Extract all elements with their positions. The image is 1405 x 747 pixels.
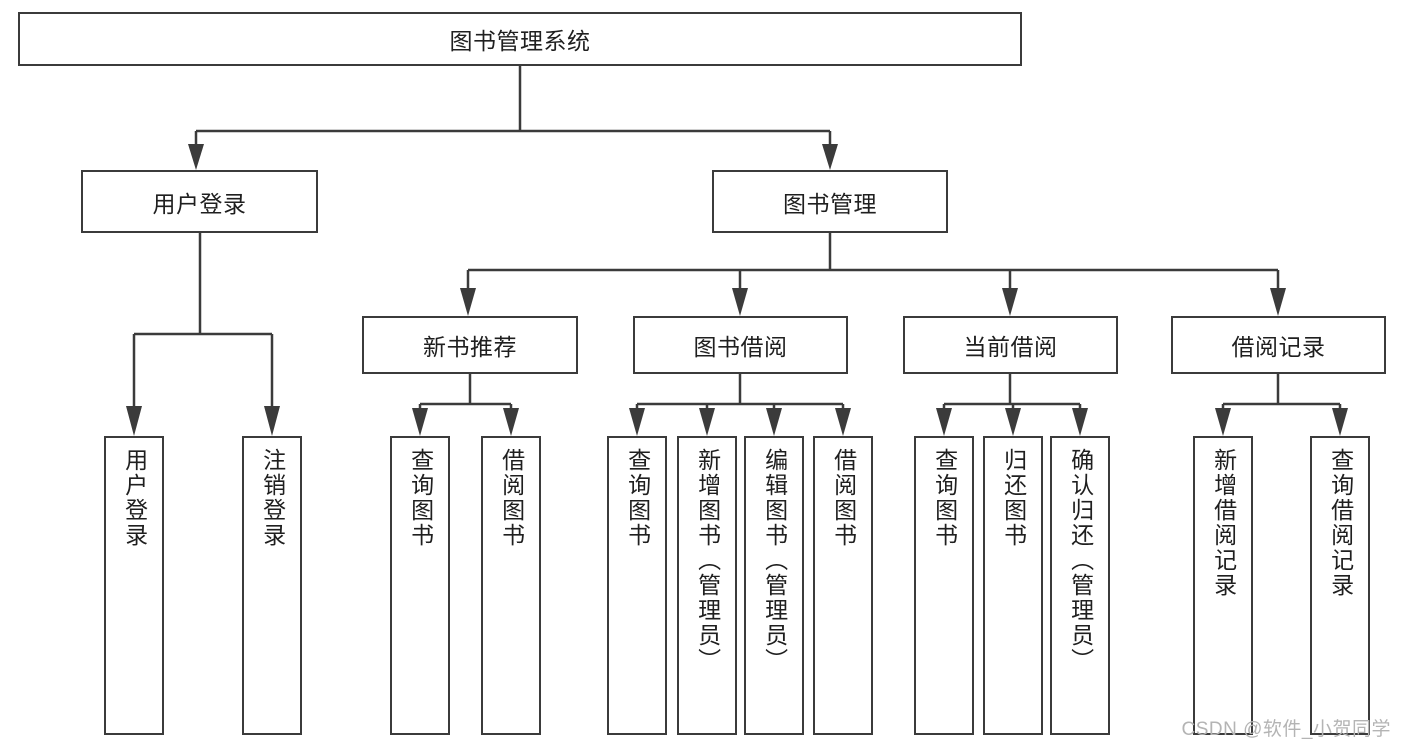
- leaf-query-book-2[interactable]: 查询图书: [607, 436, 667, 735]
- node-root-book-management-system[interactable]: 图书管理系统: [18, 12, 1022, 66]
- node-book-management[interactable]: 图书管理: [712, 170, 948, 233]
- leaf-label: 编辑图书（管理员）: [761, 448, 788, 673]
- node-user-login[interactable]: 用户登录: [81, 170, 318, 233]
- leaf-label: 新增图书（管理员）: [694, 448, 721, 673]
- leaf-query-book-1[interactable]: 查询图书: [390, 436, 450, 735]
- leaf-borrow-book-1[interactable]: 借阅图书: [481, 436, 541, 735]
- node-book-borrowing[interactable]: 图书借阅: [633, 316, 848, 374]
- arrowhead-leaf-edit-book: [766, 408, 782, 436]
- leaf-return-book[interactable]: 归还图书: [983, 436, 1043, 735]
- arrowhead-leaf-add-record: [1215, 408, 1231, 436]
- node-borrowing-record[interactable]: 借阅记录: [1171, 316, 1386, 374]
- arrowhead-leaf-query-book-1: [412, 408, 428, 436]
- leaf-label: 查询图书: [624, 448, 651, 548]
- leaf-user-login[interactable]: 用户登录: [104, 436, 164, 735]
- leaf-query-borrowing-record[interactable]: 查询借阅记录: [1310, 436, 1370, 735]
- arrowhead-new-book-rec: [460, 288, 476, 316]
- arrowhead-leaf-borrow-book-1: [503, 408, 519, 436]
- arrowhead-leaf-add-book: [699, 408, 715, 436]
- node-label: 用户登录: [152, 190, 247, 217]
- leaf-borrow-book-2[interactable]: 借阅图书: [813, 436, 873, 735]
- leaf-label: 确认归还（管理员）: [1067, 448, 1094, 673]
- node-current-borrowing[interactable]: 当前借阅: [903, 316, 1118, 374]
- node-label: 图书管理: [783, 190, 877, 217]
- leaf-logout-login[interactable]: 注销登录: [242, 436, 302, 735]
- leaf-label: 查询图书: [407, 448, 434, 548]
- arrowhead-leaf-return-book: [1005, 408, 1021, 436]
- leaf-confirm-return-admin[interactable]: 确认归还（管理员）: [1050, 436, 1110, 735]
- leaf-label: 借阅图书: [498, 448, 525, 548]
- arrowhead-leaf-logout-login: [264, 406, 280, 436]
- leaf-label: 查询借阅记录: [1327, 448, 1354, 598]
- leaf-add-borrowing-record[interactable]: 新增借阅记录: [1193, 436, 1253, 735]
- leaf-label: 借阅图书: [830, 448, 857, 548]
- leaf-label: 注销登录: [259, 448, 286, 548]
- node-label: 当前借阅: [963, 334, 1058, 360]
- arrowhead-leaf-query-book-2: [629, 408, 645, 436]
- arrowhead-user-login: [188, 144, 204, 170]
- watermark-text: CSDN @软件_小贺同学: [1181, 719, 1391, 740]
- node-label: 图书借阅: [693, 334, 788, 360]
- node-label: 新书推荐: [423, 334, 517, 360]
- node-label: 图书管理系统: [449, 28, 591, 54]
- arrowhead-borrow-record: [1270, 288, 1286, 316]
- arrowhead-book-manage: [822, 144, 838, 170]
- leaf-add-book-admin[interactable]: 新增图书（管理员）: [677, 436, 737, 735]
- arrowhead-leaf-borrow-book-2: [835, 408, 851, 436]
- leaf-query-book-3[interactable]: 查询图书: [914, 436, 974, 735]
- node-label: 借阅记录: [1231, 334, 1326, 360]
- leaf-edit-book-admin[interactable]: 编辑图书（管理员）: [744, 436, 804, 735]
- arrowhead-leaf-confirm-return: [1072, 408, 1088, 436]
- leaf-label: 新增借阅记录: [1210, 448, 1237, 598]
- arrowhead-leaf-query-book-3: [936, 408, 952, 436]
- arrowhead-leaf-query-record: [1332, 408, 1348, 436]
- leaf-label: 归还图书: [1000, 448, 1027, 548]
- arrowhead-current-borrow: [1002, 288, 1018, 316]
- arrowhead-leaf-user-login: [126, 406, 142, 436]
- arrowhead-book-borrow: [732, 288, 748, 316]
- leaf-label: 查询图书: [931, 448, 958, 548]
- node-new-book-recommendation[interactable]: 新书推荐: [362, 316, 578, 374]
- leaf-label: 用户登录: [121, 448, 148, 548]
